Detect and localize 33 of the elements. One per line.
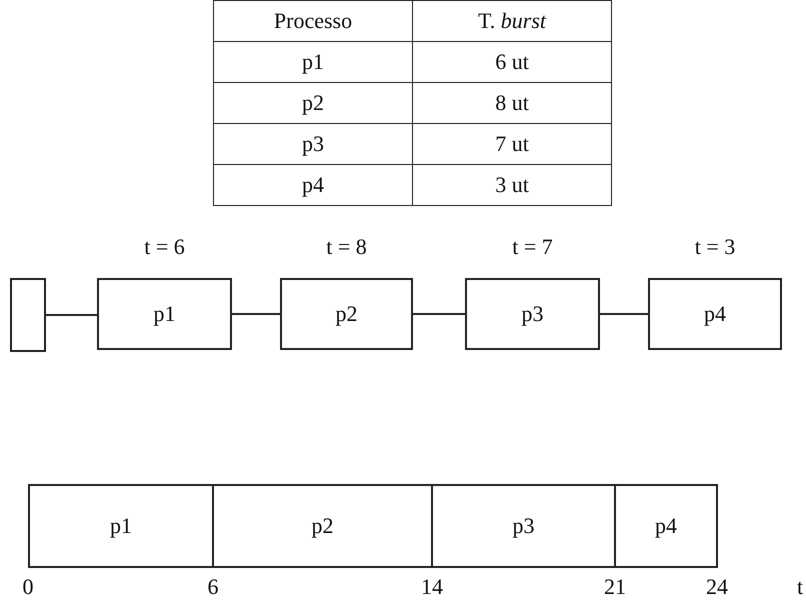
process-box: p2 — [280, 278, 413, 350]
time-tick-label: 0 — [22, 574, 34, 600]
connector-line — [46, 314, 97, 316]
table-header-cell: Processo — [214, 0, 412, 42]
burst-time-label: t = 7 — [512, 234, 553, 260]
table-cell: 8 ut — [412, 82, 612, 124]
connector-line — [600, 313, 648, 315]
time-tick-label: 14 — [421, 574, 443, 600]
time-tick-label: 21 — [604, 574, 626, 600]
gantt-segment: p2 — [212, 484, 433, 568]
table-header-cell: T. burst — [412, 0, 612, 42]
process-box: p1 — [97, 278, 232, 350]
burst-time-label: t = 3 — [694, 234, 736, 260]
connector-line — [413, 313, 465, 315]
connector-line — [232, 313, 280, 315]
time-tick-label: 24 — [706, 574, 728, 600]
gantt-segment: p4 — [614, 484, 718, 568]
gantt-segment: p3 — [431, 484, 616, 568]
table-cell: p2 — [214, 82, 412, 124]
table-cell: 6 ut — [412, 42, 612, 82]
table-cell: p1 — [214, 42, 412, 82]
table-cell: p4 — [214, 164, 412, 206]
table-cell: p3 — [214, 124, 412, 164]
axis-label: t — [796, 574, 804, 600]
gantt-segment: p1 — [28, 484, 214, 568]
table-cell: 3 ut — [412, 164, 612, 206]
time-tick-label: 6 — [208, 574, 218, 600]
process-box: p4 — [648, 278, 782, 350]
burst-time-label: t = 8 — [326, 234, 367, 260]
process-box: p3 — [465, 278, 600, 350]
burst-time-label: t = 6 — [144, 234, 185, 260]
queue-head-box — [10, 278, 46, 352]
table-cell: 7 ut — [412, 124, 612, 164]
